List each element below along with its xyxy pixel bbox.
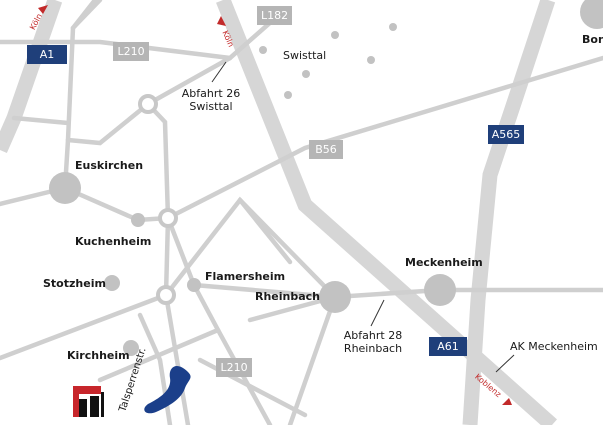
a61-motorway [216, 0, 557, 425]
label-abfahrt28: Abfahrt 28 Rheinbach [340, 330, 406, 354]
label-meckenheim: Meckenheim [405, 256, 483, 269]
road-meckenheim [332, 287, 603, 300]
koeln-a61-arrow [217, 16, 226, 26]
road-eusk-kuchenheim [62, 185, 171, 223]
roundabout-north [138, 94, 158, 114]
road-a1-link [11, 115, 71, 126]
shield-b56: B56 [309, 140, 343, 159]
shield-l182: L182 [257, 6, 292, 25]
label-euskirchen: Euskirchen [75, 159, 144, 172]
town-flamersheim [187, 278, 201, 292]
town-kuchenheim [131, 213, 145, 227]
label-kirchheim: Kirchheim [67, 349, 130, 362]
koeln-a1-arrow [38, 5, 48, 14]
road-kirchheim-west [0, 292, 169, 361]
town-bonn [580, 0, 603, 29]
road-b56 [165, 55, 603, 221]
road-kreuz-euskirchen [65, 101, 151, 146]
road-rheinbach-sw [287, 294, 338, 425]
shield-l210-south: L210 [216, 358, 252, 377]
shield-a61: A61 [429, 337, 467, 356]
label-kuchenheim: Kuchenheim [75, 235, 152, 248]
a1-motorway [0, 0, 63, 154]
abfahrt26-line1: Abfahrt 26 [181, 87, 241, 100]
koblenz-arrow [502, 398, 512, 405]
road-flam-rheinbach [191, 282, 338, 300]
shield-a1: A1 [27, 45, 67, 64]
label-bonn: Bon [582, 33, 603, 46]
label-flamersheim: Flamersheim [205, 270, 286, 283]
abfahrt26-line2: Swisttal [189, 100, 233, 113]
a565-motorway [462, 0, 556, 425]
town-stotzheim [104, 275, 120, 291]
roundabout-south [156, 285, 176, 305]
label-ak-meckenheim: AK Meckenheim [510, 340, 598, 353]
town-euskirchen [49, 172, 81, 204]
shield-l210-north: L210 [113, 42, 149, 61]
shield-a565: A565 [488, 125, 524, 144]
road-flam-south [191, 282, 273, 425]
town-meckenheim [424, 274, 456, 306]
road-n-euskirchen [70, 0, 98, 31]
road-l210-north [0, 11, 283, 61]
label-rheinbach: Rheinbach [255, 290, 321, 303]
company-logo [73, 386, 104, 417]
town-kirchheim [123, 340, 139, 356]
abfahrt28-line1: Abfahrt 28 [343, 329, 403, 342]
road-kreuz-swisttal [145, 55, 233, 107]
road-rheinbach-se [237, 197, 293, 265]
leader-ak-meckenheim [495, 354, 515, 373]
swisttal-villages [259, 23, 397, 99]
leader-abfahrt28 [370, 299, 385, 327]
lake [144, 365, 191, 414]
label-swisttal: Swisttal [283, 49, 327, 62]
label-abfahrt26: Abfahrt 26 Swisttal [178, 88, 244, 112]
label-stotzheim: Stotzheim [43, 277, 106, 290]
road-kuchenheim-flam [165, 215, 197, 288]
leader-abfahrt26 [211, 61, 227, 83]
roundabout-kuchenheim [158, 208, 178, 228]
road-south-west [97, 327, 221, 383]
town-rheinbach [319, 281, 351, 313]
abfahrt28-line2: Rheinbach [343, 342, 403, 355]
